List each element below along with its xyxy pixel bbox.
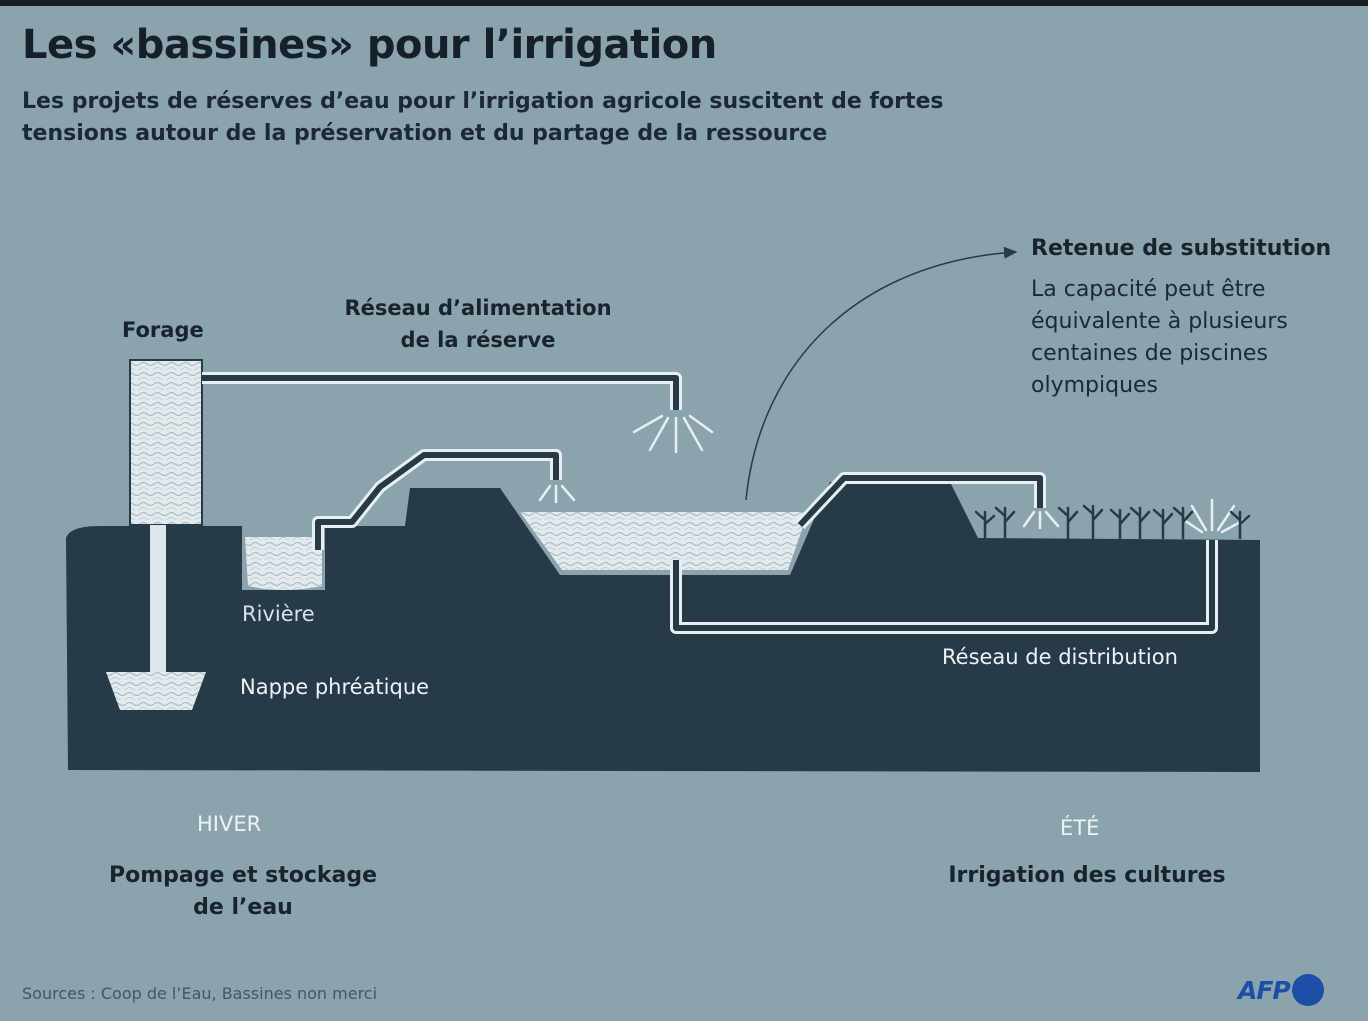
page-title: Les «bassines» pour l’irrigation	[22, 22, 717, 68]
label-reseau-distribution: Réseau de distribution	[942, 645, 1178, 669]
season-summer-desc: Irrigation des cultures	[948, 863, 1226, 888]
label-riviere: Rivière	[242, 602, 315, 626]
callout-body: La capacité peut être équivalente à plus…	[1031, 277, 1288, 398]
callout-arrow	[745, 246, 1018, 501]
label-reseau-alimentation: Réseau d’alimentation de la réserve	[338, 292, 618, 356]
sprinkler-field-1	[1022, 510, 1060, 530]
season-summer: ÉTÉ	[1060, 816, 1100, 840]
reservoir	[520, 512, 808, 570]
forage-tower	[129, 359, 203, 526]
source-credit: Sources : Coop de l’Eau, Bassines non me…	[22, 984, 378, 1003]
label-nappe: Nappe phréatique	[240, 675, 430, 699]
afp-logo-dot	[1291, 974, 1324, 1006]
season-winter-desc-line1: Pompage et stockage	[108, 863, 378, 888]
callout-title: Retenue de substitution	[1031, 236, 1332, 261]
label-forage: Forage	[122, 318, 204, 342]
aquifer	[106, 672, 206, 710]
sprinkler-feed	[632, 414, 714, 454]
feed-pipe	[202, 372, 682, 410]
ground-body	[66, 482, 1260, 772]
label-reseau-alimentation-line1: Réseau d’alimentation	[344, 296, 612, 320]
sprinkler-river	[538, 484, 576, 504]
label-reseau-alimentation-line2: de la réserve	[400, 328, 556, 352]
afp-logo-text: AFP	[1238, 975, 1291, 1005]
crops	[974, 504, 1251, 540]
season-winter-desc-line2: de l’eau	[193, 895, 293, 920]
season-winter: HIVER	[197, 812, 262, 836]
forage-shaft	[150, 525, 166, 690]
afp-logo: AFP	[1238, 974, 1324, 1006]
season-winter-desc: Pompage et stockage de l’eau	[104, 860, 382, 924]
top-rule	[0, 0, 1368, 6]
river	[245, 537, 322, 590]
page-subtitle: Les projets de réserves d’eau pour l’irr…	[22, 89, 944, 146]
